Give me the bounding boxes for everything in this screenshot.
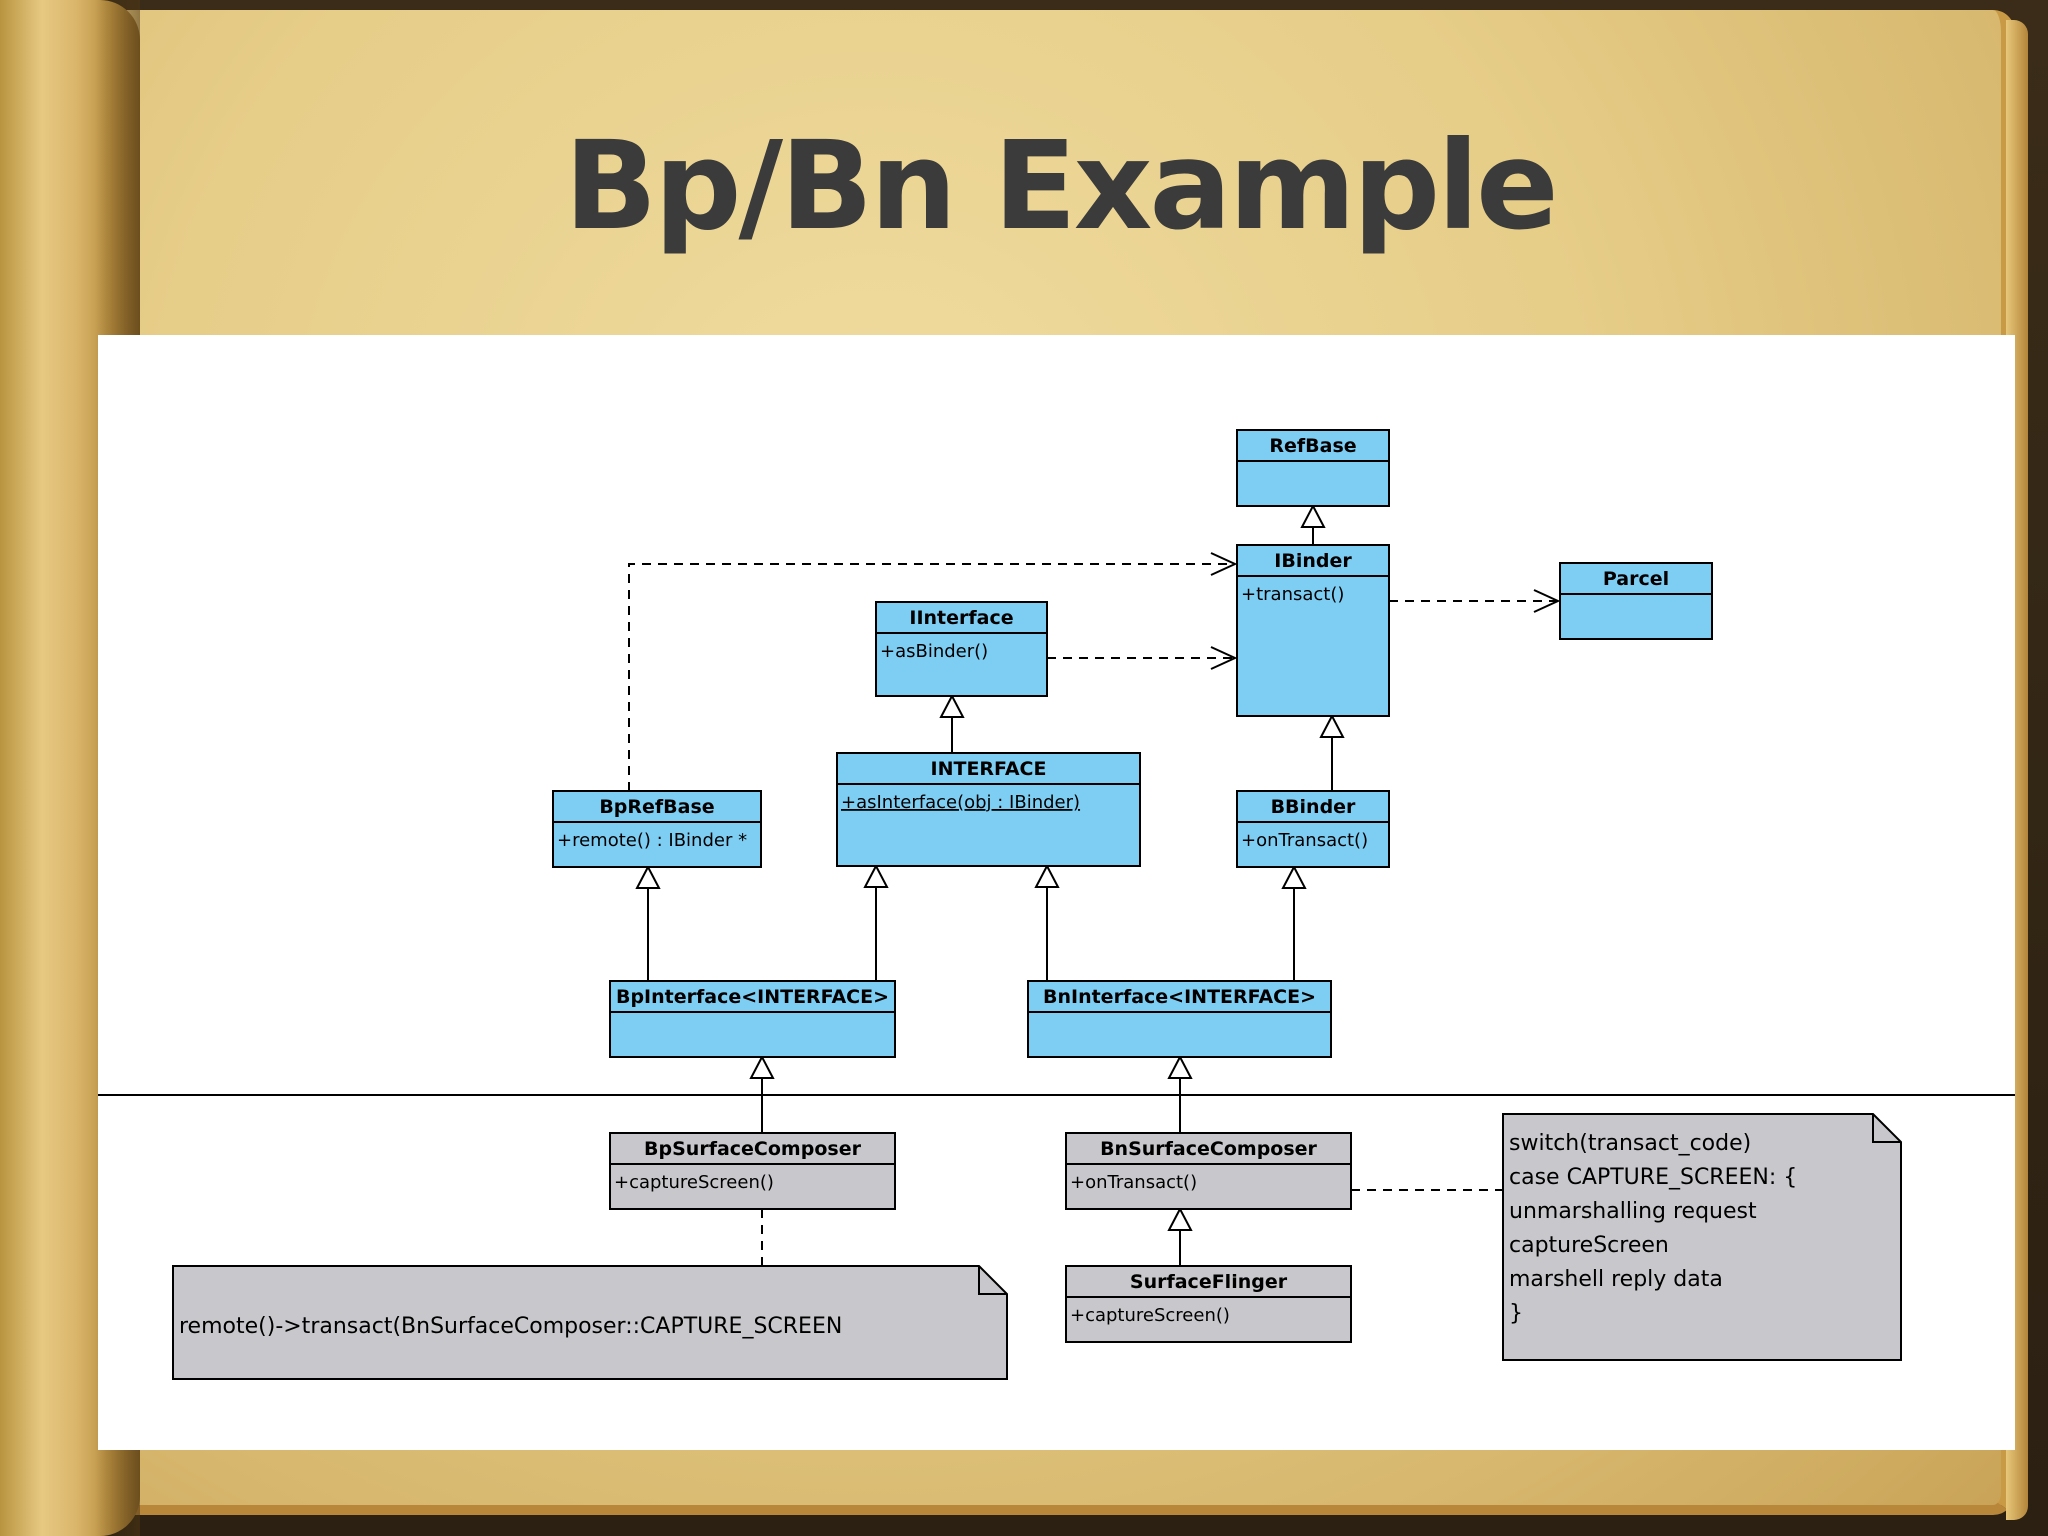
note-text-line: case CAPTURE_SCREEN: { [1509,1165,1797,1190]
class-box [1065,1132,1352,1210]
class-name: BpRefBase [599,796,714,818]
note-remote-transact: remote()->transact(BnSurfaceComposer::CA… [172,1265,1008,1380]
note-switch-transact: switch(transact_code)case CAPTURE_SCREEN… [1502,1113,1902,1361]
class-interface: INTERFACE +asInterface(obj : IBinder) [836,752,1141,867]
gen-ibinder-refbase-arrowhead [1300,503,1326,528]
class-box [1065,1265,1352,1343]
class-member: +captureScreen() [1070,1305,1230,1326]
note-box [172,1265,1008,1380]
slide-title: Bp/Bn Example [564,115,1559,257]
gen-bpinterface-bprefbase-arrowhead [635,864,661,889]
dep-bprefbase-ibinder-line [628,563,1233,791]
class-name: Parcel [1603,568,1669,590]
gen-bninterface-interface-arrowhead [1034,863,1060,888]
class-member: +transact() [1241,584,1344,605]
gen-surfaceflinger-bnsurfacecomposer-arrowhead [1167,1206,1193,1231]
class-member: +onTransact() [1241,830,1368,851]
class-member: +captureScreen() [614,1172,774,1193]
note-box [1502,1113,1902,1361]
note-fold-corner [1872,1114,1901,1143]
class-bpinterface: BpInterface<INTERFACE> [609,980,896,1058]
connectors [628,503,1561,1266]
note-text-line: unmarshalling request [1509,1199,1757,1224]
class-name: BpSurfaceComposer [644,1138,862,1160]
class-surfaceflinger: SurfaceFlinger +captureScreen() [1065,1265,1352,1343]
class-member: +onTransact() [1070,1172,1197,1193]
gen-bbinder-ibinder-arrowhead [1319,713,1345,738]
dep-bprefbase-ibinder-arrowhead [1210,552,1238,576]
class-name: BnSurfaceComposer [1100,1138,1317,1160]
note-text-line: } [1509,1301,1523,1326]
class-member: +remote() : IBinder * [557,830,747,851]
class-box [1027,980,1332,1058]
note-fold-corner [978,1266,1007,1295]
note-text-line: captureScreen [1509,1233,1669,1258]
gen-bpinterface-interface-arrowhead [863,863,889,888]
note-text-line: switch(transact_code) [1509,1131,1751,1156]
class-name: RefBase [1269,435,1356,457]
class-name: IBinder [1274,550,1352,572]
class-name: BBinder [1271,796,1356,818]
note-text-line: marshell reply data [1509,1267,1723,1292]
class-box [1559,562,1713,640]
class-name: INTERFACE [931,758,1047,780]
class-box [1236,790,1390,868]
note-text-line: remote()->transact(BnSurfaceComposer::CA… [179,1314,842,1339]
class-box [875,601,1048,697]
class-name: SurfaceFlinger [1130,1271,1288,1293]
class-bpsurfacecomposer: BpSurfaceComposer +captureScreen() [609,1132,896,1210]
class-box [836,752,1141,867]
class-bprefbase: BpRefBase +remote() : IBinder * [552,790,762,868]
gen-interface-iinterface-arrowhead [939,693,965,718]
class-member: +asInterface(obj : IBinder) [841,792,1080,813]
class-name: BpInterface<INTERFACE> [616,986,889,1008]
class-bnsurfacecomposer: BnSurfaceComposer +onTransact() [1065,1132,1352,1210]
class-bninterface: BnInterface<INTERFACE> [1027,980,1332,1058]
class-ibinder: IBinder +transact() [1236,544,1390,717]
class-name: IInterface [909,607,1013,629]
class-box [1236,544,1390,717]
class-member: +asBinder() [880,641,988,662]
class-box [609,1132,896,1210]
class-name: BnInterface<INTERFACE> [1043,986,1316,1008]
class-bbinder: BBinder +onTransact() [1236,790,1390,868]
class-box [1236,429,1390,507]
class-box [609,980,896,1058]
gen-bnsurfacecomposer-bninterface-arrowhead [1167,1054,1193,1079]
dep-iinterface-ibinder-arrowhead [1210,646,1238,670]
class-iinterface: IInterface +asBinder() [875,601,1048,697]
gen-bninterface-bbinder-arrowhead [1281,864,1307,889]
class-parcel: Parcel [1559,562,1713,640]
class-box [552,790,762,868]
class-refbase: RefBase [1236,429,1390,507]
gen-bpsurfacecomposer-bpinterface-arrowhead [749,1054,775,1079]
dep-ibinder-parcel-arrowhead [1533,589,1561,613]
